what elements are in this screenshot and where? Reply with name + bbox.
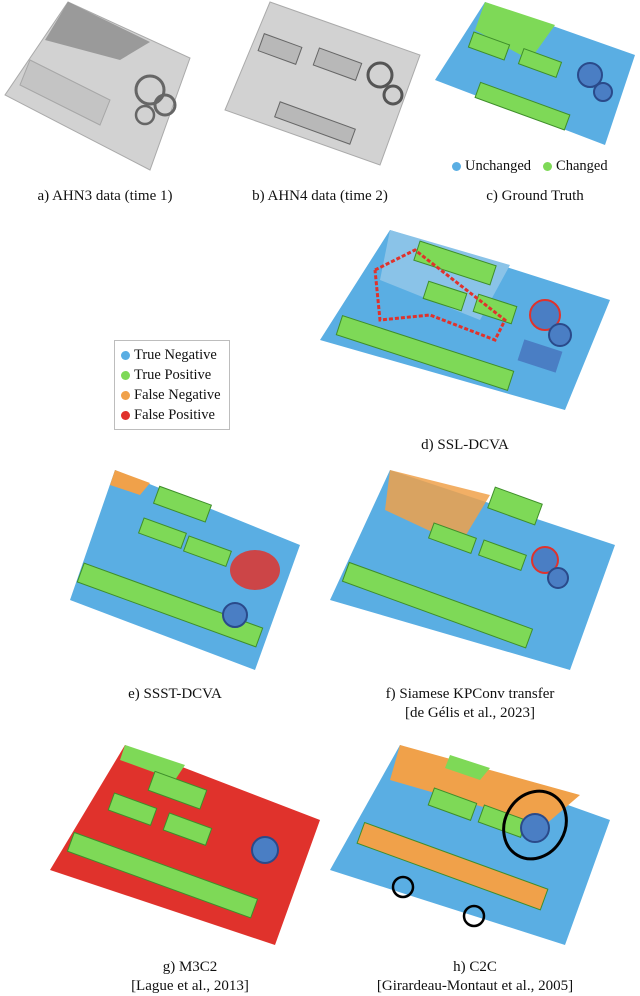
caption-g-citation: [Lague et al., 2013] (131, 978, 249, 994)
highlight-circle-small-right (462, 904, 486, 928)
caption-f-title: f) Siamese KPConv transfer (385, 686, 555, 702)
panel-siamese-kpconv (330, 465, 620, 675)
legend-false-positive: False Positive (121, 405, 221, 425)
panel-ssl-dcva (320, 225, 610, 415)
green-dot-icon (543, 162, 553, 171)
highlight-circle-large (502, 789, 568, 861)
legend-false-negative: False Negative (121, 385, 221, 405)
legend-unchanged: Unchanged (452, 158, 531, 175)
highlight-circle-small-left (391, 875, 415, 899)
blue-dot-icon (452, 162, 461, 171)
caption-a: a) AHN3 data (time 1) (37, 188, 173, 204)
caption-f-citation: [de Gélis et al., 2023] (405, 705, 535, 721)
orange-dot-icon (121, 390, 130, 400)
blue-dot-icon (121, 350, 130, 360)
red-dot-icon (121, 410, 130, 420)
confusion-legend: True Negative True Positive False Negati… (114, 340, 230, 430)
caption-c: c) Ground Truth (486, 188, 584, 204)
caption-b: b) AHN4 data (time 2) (252, 188, 388, 204)
green-dot-icon (121, 370, 130, 380)
caption-h: h) C2C [Girardeau-Montaut et al., 2005] (345, 958, 605, 996)
caption-e: e) SSST-DCVA (128, 686, 222, 702)
legend-true-positive: True Positive (121, 365, 221, 385)
caption-h-citation: [Girardeau-Montaut et al., 2005] (376, 978, 574, 994)
caption-h-title: h) C2C (453, 959, 497, 975)
panel-m3c2 (50, 740, 320, 950)
panel-ahn4 (215, 0, 425, 175)
legend-changed: Changed (543, 158, 608, 175)
caption-f: f) Siamese KPConv transfer [de Gélis et … (330, 685, 610, 723)
panel-ssst-dcva (70, 465, 300, 675)
panel-ahn3 (0, 0, 205, 175)
caption-g: g) M3C2 [Lague et al., 2013] (90, 958, 290, 996)
panel-c2c (330, 740, 615, 950)
gt-legend: Unchanged Changed (452, 158, 608, 175)
legend-true-negative: True Negative (121, 345, 221, 365)
caption-d: d) SSL-DCVA (421, 437, 509, 453)
caption-g-title: g) M3C2 (162, 959, 218, 975)
panel-ground-truth (435, 0, 635, 150)
